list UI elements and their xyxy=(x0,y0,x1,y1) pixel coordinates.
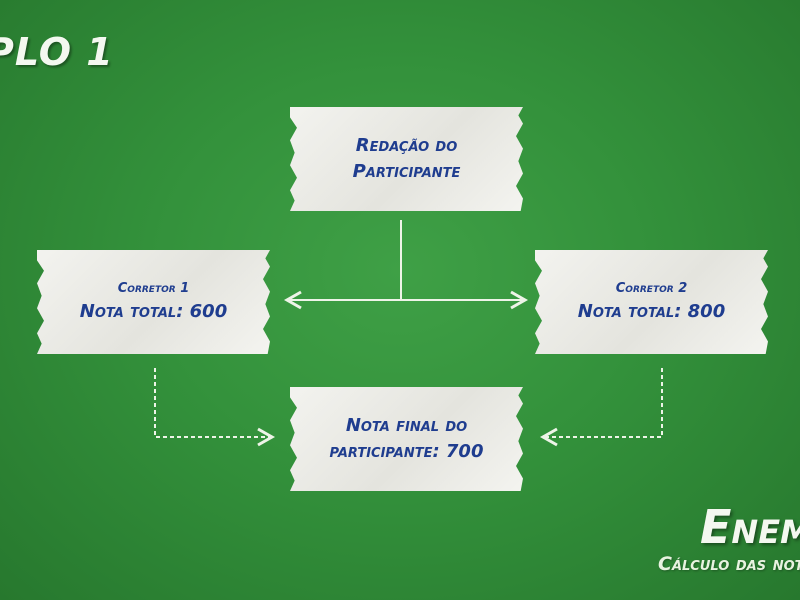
essay-card: Redação do Participante xyxy=(290,107,523,211)
arrow-grader1-to-final xyxy=(154,368,276,447)
essay-line1: Redação do xyxy=(355,135,458,156)
final-line1: Nota final do xyxy=(345,415,468,436)
brand-subtitle: Cálculo das notas xyxy=(658,553,800,575)
grader2-label: Corretor 2 xyxy=(615,281,688,296)
essay-line2: Participante xyxy=(352,161,461,182)
grader1-card: Corretor 1 Nota total: 600 xyxy=(37,250,270,354)
arrow-grader2-to-final xyxy=(539,368,663,447)
grader1-score: Nota total: 600 xyxy=(79,301,228,322)
grader1-label: Corretor 1 xyxy=(117,281,190,296)
grader2-card: Corretor 2 Nota total: 800 xyxy=(535,250,768,354)
final-line2: participante: 700 xyxy=(329,441,484,462)
split-connector xyxy=(283,220,529,310)
final-score-card: Nota final do participante: 700 xyxy=(290,387,523,491)
brand-logo: Enem xyxy=(700,500,800,554)
slide-title: PLO 1 xyxy=(0,30,114,74)
grader2-score: Nota total: 800 xyxy=(577,301,726,322)
